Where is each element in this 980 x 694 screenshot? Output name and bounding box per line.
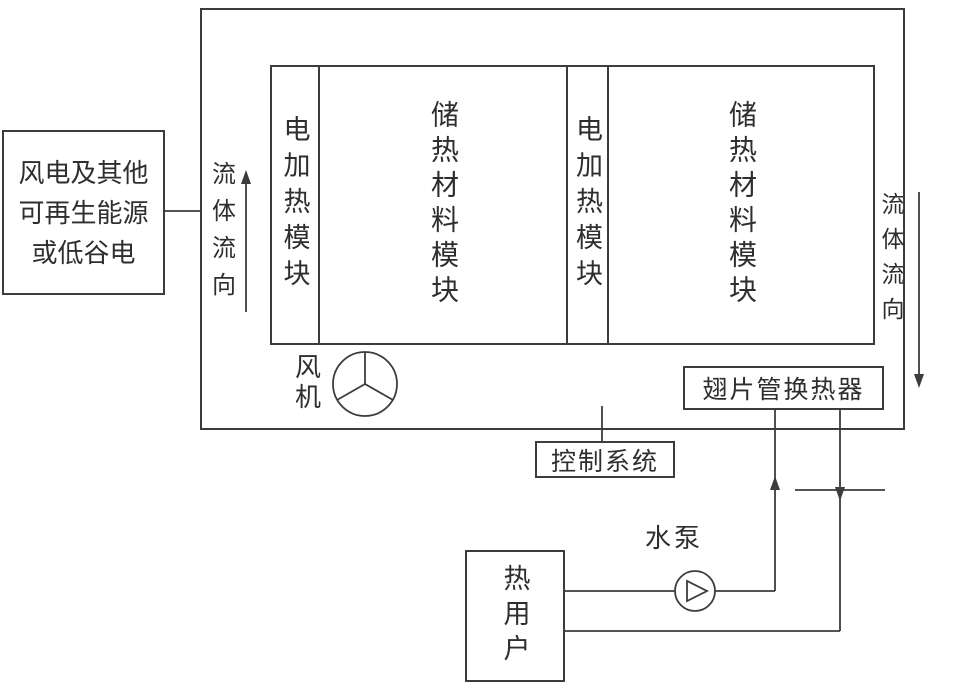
pump-icon bbox=[674, 570, 716, 612]
storage-module-2: 储热材料模块 bbox=[609, 67, 873, 343]
storage-module-1-label: 储热材料模块 bbox=[428, 100, 459, 310]
heater-module-2-label: 电加热模块 bbox=[572, 115, 602, 295]
storage-module-2-label: 储热材料模块 bbox=[726, 100, 757, 310]
heat-exchanger-label: 翅片管换热器 bbox=[702, 376, 865, 404]
heat-exchanger-box: 翅片管换热器 bbox=[683, 366, 884, 410]
main-enclosure-box bbox=[200, 8, 905, 430]
modules-box: 电加热模块 储热材料模块 电加热模块 储热材料模块 bbox=[270, 65, 875, 345]
renewable-source-box: 风电及其他 可再生能源 或低谷电 bbox=[2, 130, 165, 295]
right-flow-direction-label: 流体流向 bbox=[878, 192, 904, 332]
control-system-label: 控制系统 bbox=[550, 447, 659, 476]
heat-user-label: 热用户 bbox=[499, 563, 530, 669]
source-line-2: 可再生能源 bbox=[18, 197, 149, 228]
return-pipe bbox=[565, 410, 780, 592]
left-flow-direction-label: 流体流向 bbox=[207, 161, 235, 309]
pump-label: 水泵 bbox=[644, 522, 703, 553]
heater-module-1-label: 电加热模块 bbox=[279, 115, 310, 295]
right-flow-arrow-icon bbox=[914, 192, 924, 388]
storage-module-1: 储热材料模块 bbox=[320, 67, 568, 343]
source-line-3: 或低谷电 bbox=[31, 237, 136, 268]
control-system-box: 控制系统 bbox=[535, 441, 675, 478]
heater-module-1: 电加热模块 bbox=[272, 67, 320, 343]
heater-module-2: 电加热模块 bbox=[568, 67, 609, 343]
heat-user-box: 热用户 bbox=[465, 550, 565, 682]
source-line-1: 风电及其他 bbox=[18, 157, 149, 188]
fan-label: 风机 bbox=[291, 353, 322, 413]
